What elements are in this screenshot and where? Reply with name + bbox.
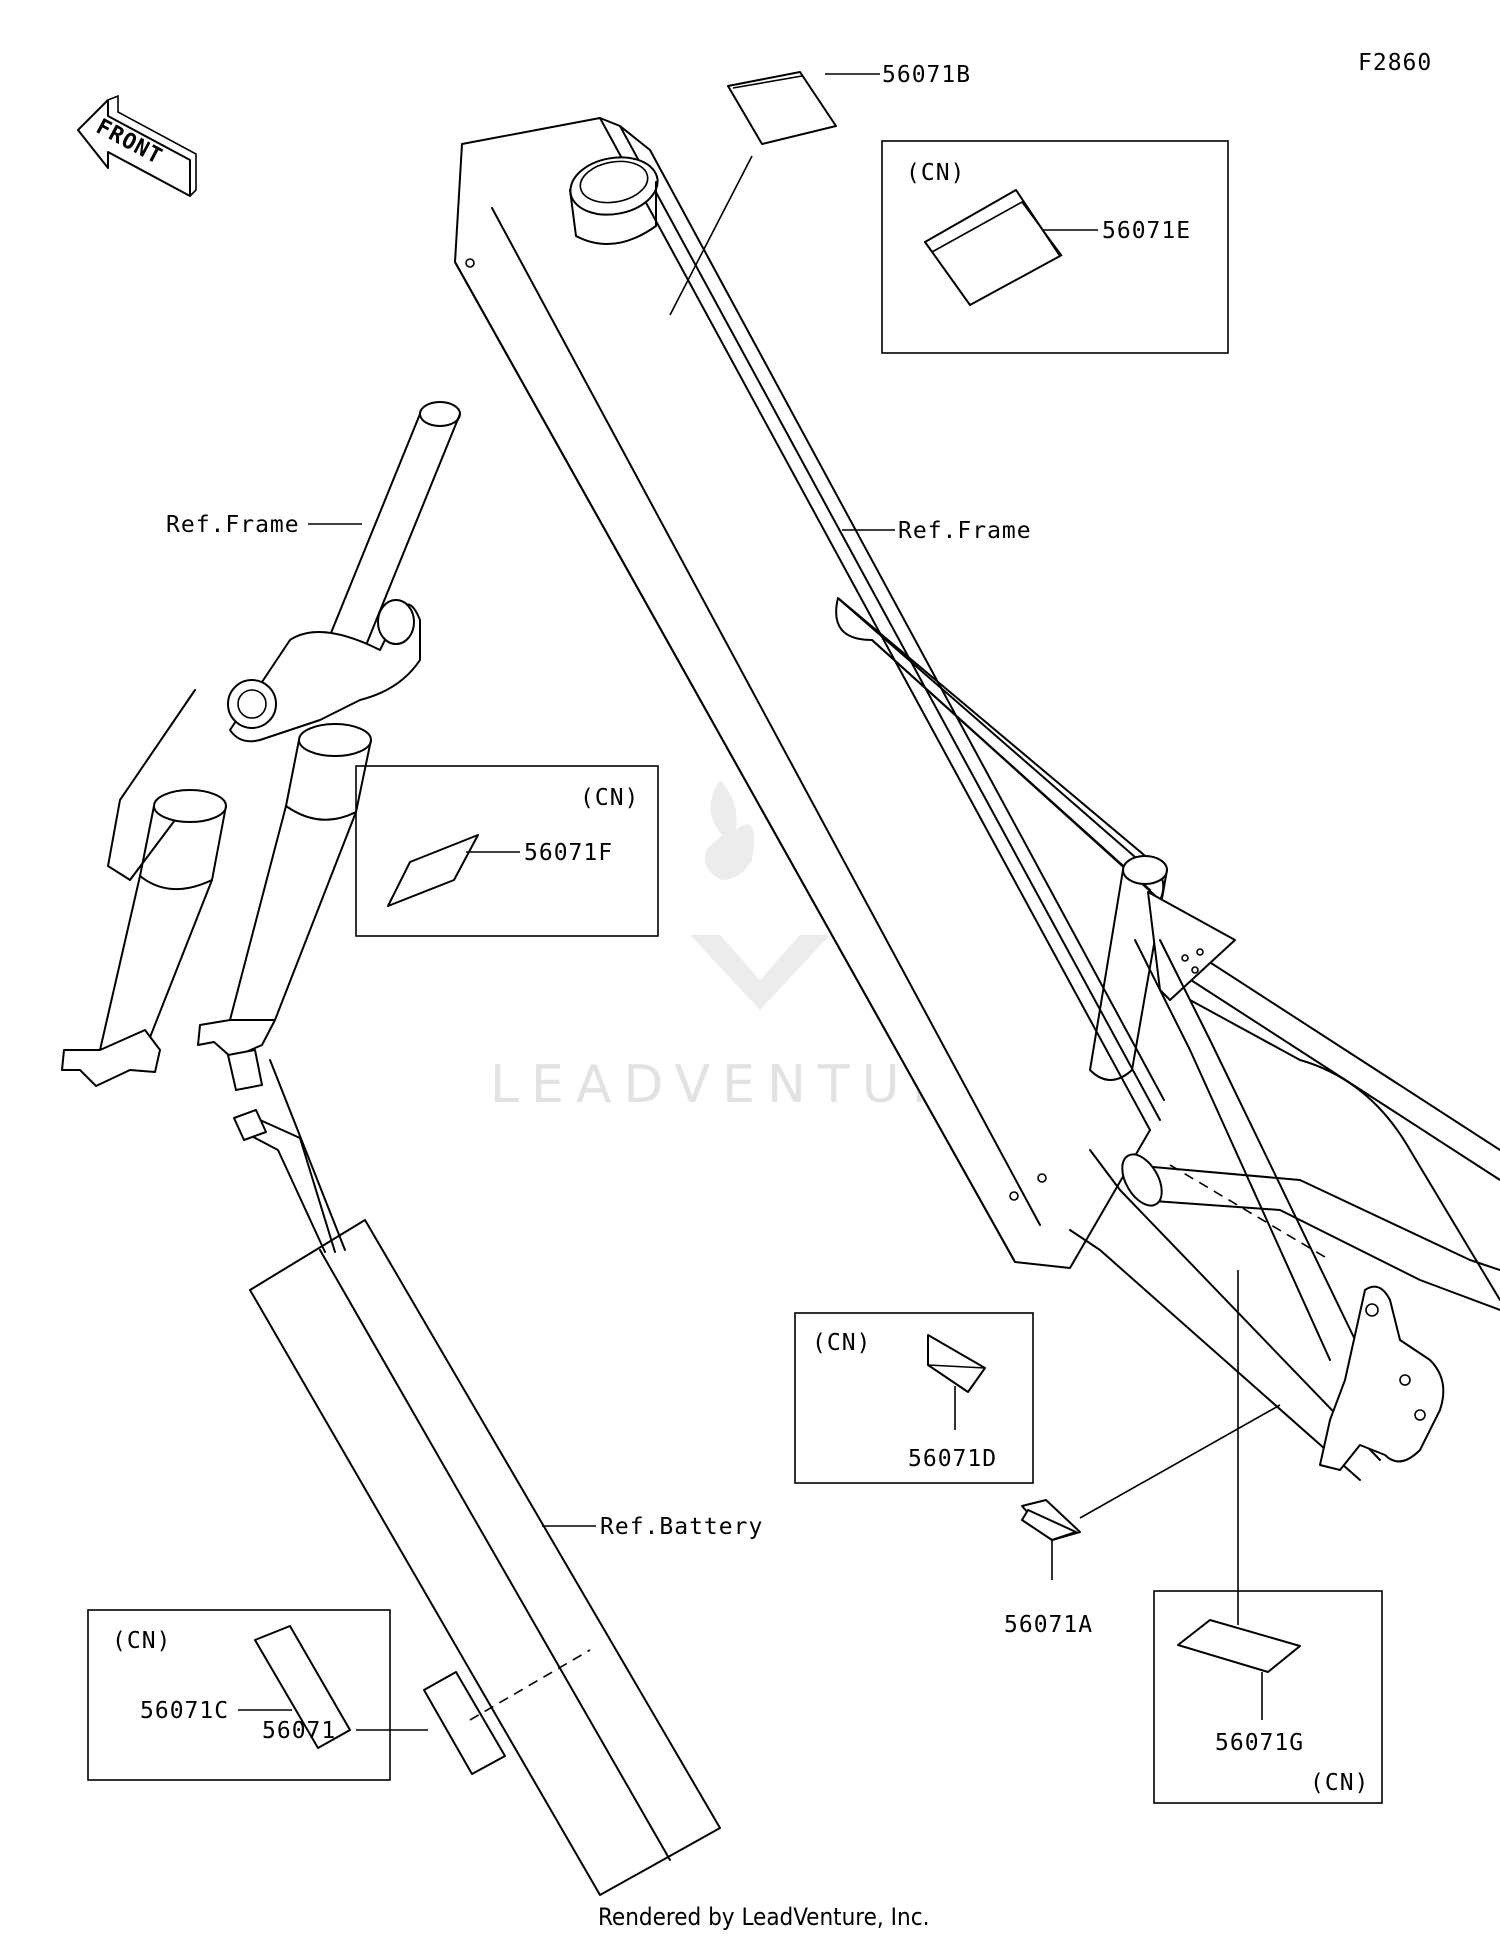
part-56071D-label: 56071D — [908, 1446, 997, 1472]
box-56071D: (CN) 56071D — [794, 1312, 1034, 1484]
box-56071E: (CN) 56071E — [881, 140, 1229, 354]
box-56071C: (CN) 56071C — [87, 1609, 391, 1781]
cn-label-g: (CN) — [1310, 1770, 1369, 1796]
cn-label-d: (CN) — [812, 1330, 871, 1356]
sticker-56071: 56071 — [262, 1649, 591, 1775]
battery — [227, 1049, 721, 1896]
ref-frame-main: Ref.Frame — [842, 518, 1032, 544]
part-56071G-label: 56071G — [1215, 1730, 1304, 1756]
cn-label-f: (CN) — [580, 785, 639, 811]
ref-frame-fork: Ref.Frame — [166, 512, 362, 538]
front-arrow-icon: FRONT — [77, 94, 197, 197]
part-56071A-label: 56071A — [1004, 1612, 1093, 1638]
box-56071F: (CN) 56071F — [355, 765, 659, 937]
ref-battery: Ref.Battery — [542, 1514, 763, 1540]
ref-battery-label: Ref.Battery — [600, 1514, 763, 1540]
box-56071G: 56071G (CN) — [1153, 1270, 1383, 1804]
sticker-56071A: 56071A — [1004, 1404, 1281, 1638]
ref-frame-fork-label: Ref.Frame — [166, 512, 300, 538]
part-56071E-label: 56071E — [1102, 218, 1191, 244]
front-fork — [61, 401, 461, 1087]
part-56071B-label: 56071B — [882, 62, 971, 88]
figure-code: F2860 — [1358, 50, 1432, 76]
ref-frame-main-label: Ref.Frame — [898, 518, 1032, 544]
frame-down-tube — [454, 117, 1165, 1269]
part-56071C-label: 56071C — [140, 1698, 229, 1724]
sticker-56071B: 56071B — [669, 62, 971, 316]
part-56071-label: 56071 — [262, 1718, 336, 1744]
cn-label-c: (CN) — [112, 1628, 171, 1654]
part-56071F-label: 56071F — [524, 840, 613, 866]
credit-text: Rendered by LeadVenture, Inc. — [598, 1903, 929, 1931]
frame-rear-section — [835, 597, 1500, 1481]
cn-label-e: (CN) — [906, 160, 965, 186]
